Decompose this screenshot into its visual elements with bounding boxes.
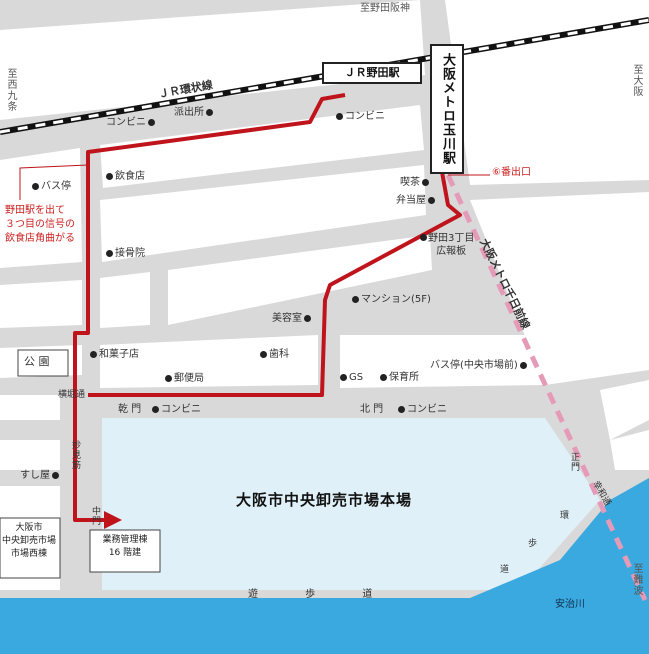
- road-street-a: 環: [560, 511, 570, 521]
- poi-bone: 接骨院: [104, 249, 145, 259]
- direction-note: 野田駅を出て ３つ目の信号の 飲食店角曲がる: [5, 205, 75, 244]
- marker-dot: [380, 373, 387, 381]
- marker-dot: [340, 373, 347, 381]
- poi-park: 公 園: [24, 355, 50, 368]
- poi-sushi: すし屋: [20, 471, 61, 481]
- poi-beauty-text: 美容室: [272, 313, 302, 324]
- poi-bus-market: バス停(中央市場前): [430, 361, 529, 371]
- marker-dot: [304, 314, 311, 322]
- poi-nursery: 保育所: [378, 373, 419, 383]
- poi-sushi-text: すし屋: [20, 470, 50, 481]
- poi-conv2: コンビニ: [334, 112, 385, 122]
- marker-dot: [352, 295, 359, 303]
- admin-building-block: [89, 529, 161, 573]
- road-yuhodo: 遊 歩 道: [248, 589, 395, 600]
- poi-cafe: 喫茶: [400, 178, 431, 188]
- poi-bento: 弁当屋: [396, 196, 437, 206]
- poi-mansion: マンション(5F): [350, 295, 431, 305]
- poi-post: 郵便局: [163, 374, 204, 384]
- poi-wagashi: 和菓子店: [88, 350, 139, 360]
- poi-conv1-text: コンビニ: [106, 117, 146, 128]
- route-line-2: [88, 171, 462, 397]
- route-line: [73, 93, 346, 522]
- market-admin-building: 業務管理棟 16 階建: [102, 535, 148, 559]
- poi-conv2-text: コンビニ: [345, 111, 385, 122]
- marker-dot: [165, 374, 172, 382]
- river-label: 安治川: [555, 599, 585, 610]
- poi-noticeboard: 野田3丁目 広報板: [420, 232, 475, 258]
- road-street-c: 道: [500, 565, 510, 575]
- marker-dot: [52, 471, 59, 479]
- marker-dot: [106, 249, 113, 257]
- gate-kita: 北 門: [360, 404, 384, 415]
- road-street-b: 歩: [528, 539, 538, 549]
- poi-bus-left-text: バス停: [41, 181, 71, 192]
- jr-noda-station: ＪＲ野田駅: [322, 62, 422, 84]
- edge-bottom-right: 至難波: [631, 563, 642, 596]
- road-myoken: 妙見筋: [70, 440, 80, 470]
- route-arrowhead: [104, 511, 122, 529]
- poi-bone-text: 接骨院: [115, 248, 145, 259]
- poi-wagashi-text: 和菓子店: [99, 349, 139, 360]
- edge-top: 至野田阪神: [360, 3, 410, 14]
- note-leader: [19, 164, 89, 200]
- poi-post-text: 郵便局: [174, 373, 204, 384]
- gate-naka: 中門: [90, 506, 100, 526]
- marker-dot: [32, 182, 39, 190]
- poi-nursery-text: 保育所: [389, 372, 419, 383]
- marker-dot: [422, 178, 429, 186]
- marker-dot: [106, 172, 113, 180]
- west-building-block: [0, 517, 61, 579]
- marker-dot: [152, 405, 159, 413]
- poi-beauty: 美容室: [272, 314, 313, 324]
- poi-noticeboard-text: 野田3丁目 広報板: [428, 233, 475, 257]
- poi-dental: 歯科: [258, 350, 289, 360]
- road-yokobori: 横堀通: [58, 390, 86, 400]
- poi-restaurant: 飲食店: [104, 172, 145, 182]
- market-west-building: 大阪市 中央卸売市場 市場西棟: [1, 523, 56, 560]
- poi-restaurant-text: 飲食店: [115, 171, 145, 182]
- park-block: [17, 349, 69, 377]
- poi-conv4-text: コンビニ: [407, 404, 447, 415]
- marker-dot: [148, 118, 155, 126]
- poi-police: 派出所: [174, 108, 215, 118]
- marker-dot: [398, 405, 405, 413]
- gate-sho: 正門: [569, 452, 579, 472]
- poi-police-text: 派出所: [174, 107, 204, 118]
- poi-cafe-text: 喫茶: [400, 177, 420, 188]
- poi-bus-market-text: バス停(中央市場前): [430, 360, 518, 371]
- poi-conv1: コンビニ: [106, 118, 157, 128]
- marker-dot: [260, 350, 267, 358]
- gate-inui: 乾 門: [118, 404, 142, 415]
- river-water: [0, 478, 649, 654]
- poi-dental-text: 歯科: [269, 349, 289, 360]
- poi-gs-text: GS: [349, 372, 364, 383]
- poi-bento-text: 弁当屋: [396, 195, 426, 206]
- market-title: 大阪市中央卸売市場本場: [236, 491, 413, 509]
- poi-conv4: コンビニ: [396, 405, 447, 415]
- metro-line: [445, 173, 648, 602]
- edge-left: 至西九条: [5, 68, 16, 112]
- poi-conv3: コンビニ: [150, 405, 201, 415]
- edge-right: 至大阪: [631, 64, 642, 97]
- marker-dot: [420, 234, 427, 241]
- poi-gs: GS: [338, 373, 363, 383]
- marker-dot: [428, 196, 435, 204]
- marker-dot: [519, 361, 527, 369]
- poi-mansion-text: マンション(5F): [361, 294, 431, 305]
- poi-bus-left: バス停: [30, 182, 71, 192]
- marker-dot: [336, 112, 343, 120]
- metro-tamagawa-station: 大阪メトロ玉川駅: [430, 44, 464, 174]
- poi-conv3-text: コンビニ: [161, 404, 201, 415]
- marker-dot: [206, 108, 213, 116]
- market-area: [102, 418, 600, 590]
- exit-label: ⑥番出口: [492, 167, 531, 178]
- marker-dot: [90, 350, 97, 358]
